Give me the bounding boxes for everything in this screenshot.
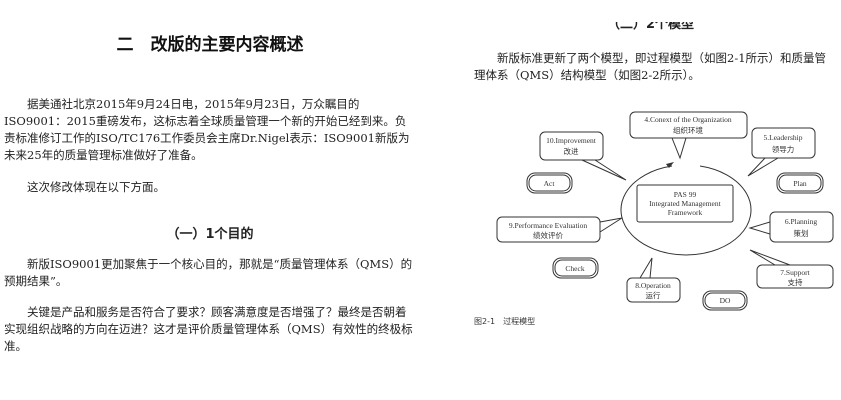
- paragraph: 新版ISO9001更加聚焦于一个核心目的，那就是“质量管理体系（QMS）的预期结…: [4, 257, 413, 288]
- improvement-label: 改进: [564, 146, 579, 156]
- callout-support: [749, 249, 834, 289]
- page-title: 二 改版的主要内容概述: [116, 35, 304, 55]
- center-label: Framework: [668, 208, 703, 217]
- leadership-label: 5.Leadership: [764, 133, 803, 142]
- arrow-head: [666, 162, 674, 168]
- section-heading: （一）1个目的: [166, 227, 254, 242]
- callout-context: [629, 111, 748, 160]
- act-box: [526, 172, 573, 194]
- plan-label: Plan: [793, 179, 807, 188]
- center-box: [636, 184, 734, 223]
- operation-label: 8.Operation: [635, 281, 671, 290]
- performance-label: 9.Performance Evaluation: [509, 221, 588, 230]
- improvement-label: 10.Improvement: [546, 136, 597, 145]
- leadership-label: 领导力: [772, 144, 795, 154]
- operation-label: 运行: [646, 290, 661, 300]
- support-label: 支持: [788, 277, 803, 287]
- center-label: Integrated Management: [649, 199, 721, 208]
- paragraph: 这次修改体现在以下方面。: [27, 180, 165, 194]
- planning-label: 6.Planning: [785, 217, 818, 226]
- callout-operation: [626, 257, 681, 303]
- callout-planning: [748, 211, 834, 243]
- act-label: Act: [544, 179, 556, 188]
- context-label: 4.Conext of the Organization: [644, 115, 732, 124]
- check-box: [552, 257, 599, 279]
- paragraph: 新版标准更新了两个模型，即过程模型（如图2-1所示）和质量管理体系（QMS）结构…: [474, 51, 827, 82]
- do-box: [702, 290, 748, 311]
- cycle-ellipse: [620, 165, 752, 256]
- context-label: 组织环境: [673, 125, 703, 135]
- callout-improvement: [539, 131, 627, 181]
- figure-caption: 图2-1 过程模型: [474, 317, 536, 326]
- performance-label: 绩效评价: [533, 230, 563, 240]
- section-heading-clipped: （二）2个模型: [606, 22, 695, 32]
- paragraph: 据美通社北京2015年9月24日电，2015年9月23日，万众瞩目的ISO900…: [4, 97, 410, 162]
- plan-box: [776, 172, 824, 194]
- planning-label: 策划: [794, 228, 809, 238]
- center-label: PAS 99: [674, 190, 697, 199]
- support-label: 7.Support: [780, 268, 810, 277]
- check-label: Check: [565, 264, 584, 273]
- paragraph: 关键是产品和服务是否符合了要求？顾客满意度是否增强了？最终是否朝着实现组织战略的…: [4, 305, 413, 353]
- callout-leadership: [747, 127, 816, 177]
- callout-performance: [496, 216, 623, 243]
- do-label: DO: [720, 296, 731, 305]
